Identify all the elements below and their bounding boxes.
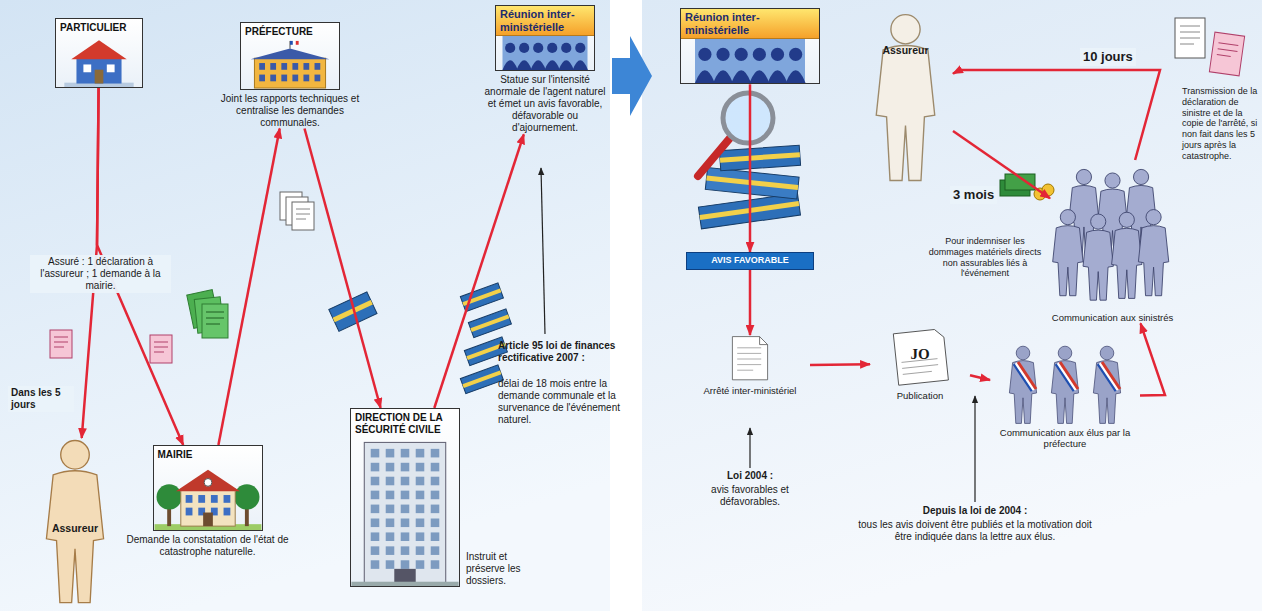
- civil-security-box: DIRECTION DE LA SÉCURITÉ CIVILEInstruit …: [350, 408, 460, 587]
- person-figure: [858, 12, 953, 184]
- flow-arrow: [953, 70, 1160, 160]
- document-drawing: [690, 335, 810, 383]
- note-text: avis favorables et défavorables.: [700, 484, 800, 508]
- leader-line: [541, 168, 545, 334]
- box-frame: Réunion inter-ministérielle: [680, 8, 820, 84]
- meeting-box: Réunion inter-ministérielle: [680, 8, 820, 84]
- note-heading: Article 95 loi de finances rectificative…: [498, 340, 624, 364]
- document-icon: JO: [870, 326, 970, 388]
- header-band: Réunion inter-ministérielle: [496, 6, 594, 36]
- prefecture-box: PRÉFECTURE Joint les rapports techniques …: [205, 22, 375, 129]
- header-band: Réunion inter-ministérielle: [681, 9, 819, 39]
- box-icon: [56, 35, 142, 87]
- box-title: PARTICULIER: [56, 19, 142, 35]
- arrow-label: 10 jours: [1080, 48, 1136, 66]
- document-icon: [690, 335, 810, 383]
- box-frame: PRÉFECTURE: [240, 22, 340, 90]
- flow-arrow: [305, 129, 381, 409]
- journal-document: JO Publication: [870, 326, 970, 401]
- file-stack: [460, 283, 511, 394]
- transition-arrow: [612, 36, 652, 116]
- box-description: Statue sur l'intensité anormale de l'age…: [480, 74, 610, 134]
- documents: [1175, 18, 1245, 76]
- flow-arrow: [749, 84, 752, 252]
- right-panel: [642, 0, 1262, 611]
- leader-line: [974, 396, 975, 502]
- left-panel: [0, 0, 610, 611]
- flow-arrow: [970, 375, 990, 380]
- group-caption: Communication aux sinistrés: [1050, 312, 1175, 323]
- town-hall-box: MAIRIE Demande la constatation de l'état …: [120, 445, 295, 558]
- meeting-people: [496, 36, 594, 70]
- note-heading: Loi 2004 :: [700, 470, 800, 482]
- note-text: tous les avis doivent être publiés et la…: [855, 519, 1095, 543]
- box-title: MAIRIE: [154, 446, 262, 462]
- flow-arrow: [749, 270, 752, 335]
- meeting-box: Réunion inter-ministérielleStatue sur l'…: [480, 5, 610, 134]
- insurer-figure: Assureur: [858, 12, 953, 184]
- victims-group: Communication aux sinistrés: [1050, 160, 1175, 323]
- note-heading: Depuis la loi de 2004 :: [855, 505, 1095, 517]
- box-description: Instruit et préserve les dossiers.: [466, 551, 546, 587]
- box-icon: [351, 436, 459, 586]
- insurer-figure: Assureur: [35, 438, 115, 606]
- arrow-label: Dans les 5 jours: [8, 386, 74, 412]
- box-title: PRÉFECTURE: [241, 23, 339, 39]
- box-description: Joint les rapports techniques et central…: [205, 93, 375, 129]
- officials-group: Communication aux élus par la préfecture: [990, 345, 1140, 450]
- decision-badge: AVIS FAVORABLE: [686, 252, 814, 270]
- leader-line: [749, 428, 750, 468]
- person-label: Assureur: [858, 44, 953, 56]
- box-title: DIRECTION DE LA SÉCURITÉ CIVILE: [351, 409, 459, 436]
- people-figures: [990, 345, 1140, 425]
- document-caption: Arrêté inter-ministériel: [690, 385, 810, 396]
- claim-forms: [50, 330, 172, 363]
- arrow-label: 3 mois: [950, 186, 997, 204]
- box-icon: [241, 39, 339, 89]
- person-label: Assureur: [35, 522, 115, 534]
- flow-arrow: [218, 129, 279, 446]
- decree-document: Arrêté inter-ministériel: [690, 335, 810, 396]
- box-description: Demande la constatation de l'état de cat…: [120, 534, 295, 558]
- note-text: Pour indemniser les dommages matériels d…: [925, 236, 1045, 279]
- box-icon: [154, 462, 262, 530]
- note-text: Transmission de la déclaration de sinist…: [1182, 86, 1258, 162]
- box-frame: MAIRIE: [153, 445, 263, 531]
- house-box: PARTICULIER: [55, 18, 143, 88]
- badge-text: AVIS FAVORABLE: [687, 253, 813, 269]
- flow-arrow: [810, 363, 870, 366]
- box-frame: DIRECTION DE LA SÉCURITÉ CIVILE: [350, 408, 460, 587]
- note-text: délai de 18 mois entre la demande commun…: [498, 378, 624, 426]
- box-frame: Réunion inter-ministérielle: [495, 5, 595, 71]
- document-caption: Publication: [870, 390, 970, 401]
- note-text: Assuré : 1 déclaration à l'assureur ; 1 …: [30, 255, 171, 293]
- meeting-people: [681, 39, 819, 83]
- flow-arrow: [434, 134, 524, 408]
- file-folder: [329, 292, 377, 332]
- people-figures: [1050, 160, 1175, 310]
- green-documents: [187, 290, 228, 338]
- group-caption: Communication aux élus par la préfecture: [990, 427, 1140, 450]
- box-frame: PARTICULIER: [55, 18, 143, 88]
- report-papers: [280, 192, 314, 230]
- flow-arrow: [1140, 323, 1165, 395]
- journal-mark: JO: [870, 346, 970, 363]
